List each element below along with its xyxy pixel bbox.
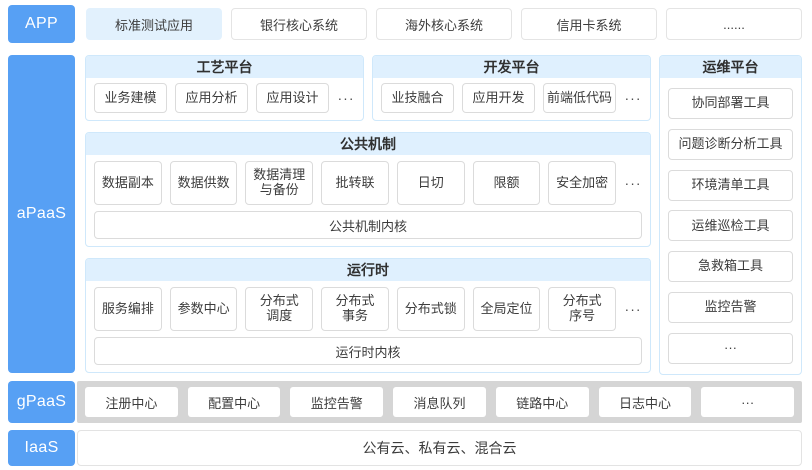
- gpaas-item: 日志中心: [598, 387, 692, 417]
- apaas-layer: aPaaS 工艺平台 业务建模 应用分析 应用设计 ··· 开发平台: [8, 55, 802, 375]
- gpaas-item: 配置中心: [187, 387, 281, 417]
- app-layer: APP 标准测试应用 银行核心系统 海外核心系统 信用卡系统 ......: [8, 5, 802, 43]
- apaas-layer-label: aPaaS: [8, 55, 75, 373]
- panel-title: 开发平台: [373, 56, 650, 78]
- runtime-item: 分布式 序号: [548, 287, 617, 331]
- panel-title: 运维平台: [660, 56, 801, 78]
- apaas-main-column: 工艺平台 业务建模 应用分析 应用设计 ··· 开发平台 业技融合 应用开发: [85, 55, 651, 373]
- iaas-layer-label: IaaS: [8, 430, 75, 466]
- iaas-layer: IaaS 公有云、私有云、混合云: [8, 430, 802, 466]
- ops-tool-item: 问题诊断分析工具: [668, 128, 793, 160]
- ops-platform-items: 协同部署工具 问题诊断分析工具 环境清单工具 运维巡检工具 急救箱工具 监控告警…: [660, 78, 801, 374]
- runtime-kernel-bar: 运行时内核: [94, 337, 642, 365]
- gpaas-layer-label: gPaaS: [8, 381, 75, 423]
- mechanism-item: 批转联: [321, 161, 389, 205]
- runtime-item: 参数中心: [169, 287, 238, 331]
- gpaas-item: 消息队列: [393, 387, 486, 417]
- runtime-item: 服务编排: [94, 287, 162, 331]
- mechanism-item: 日切: [396, 161, 465, 205]
- mechanism-item: 安全加密: [548, 161, 617, 205]
- app-tab-standard-test[interactable]: 标准测试应用: [86, 8, 222, 40]
- panel-title: 运行时: [86, 259, 650, 281]
- common-mechanism-kernel-bar: 公共机制内核: [94, 211, 642, 239]
- gpaas-item: 链路中心: [495, 387, 589, 417]
- mechanism-item: 数据清理 与备份: [245, 161, 314, 205]
- panel-title: 工艺平台: [86, 56, 363, 78]
- panel-craft-platform: 工艺平台 业务建模 应用分析 应用设计 ···: [85, 55, 364, 121]
- ops-tool-item: 急救箱工具: [668, 251, 793, 283]
- runtime-item: 分布式 事务: [321, 287, 389, 331]
- mechanism-item: 数据副本: [94, 161, 162, 205]
- more-dots: ···: [624, 175, 642, 191]
- app-tab-credit-card[interactable]: 信用卡系统: [521, 8, 657, 40]
- dev-item: 业技融合: [381, 83, 454, 113]
- runtime-item: 分布式锁: [396, 287, 465, 331]
- gpaas-track: 注册中心 配置中心 监控告警 消息队列 链路中心 日志中心 ···: [77, 381, 802, 423]
- gpaas-more: ···: [701, 387, 795, 417]
- app-tab-overseas-core[interactable]: 海外核心系统: [376, 8, 512, 40]
- craft-item: 应用设计: [256, 83, 329, 113]
- craft-item: 应用分析: [175, 83, 248, 113]
- gpaas-item: 注册中心: [85, 387, 178, 417]
- ops-tool-more: ···: [668, 332, 793, 364]
- app-layer-label: APP: [8, 5, 75, 43]
- ops-tool-item: 协同部署工具: [668, 88, 793, 119]
- ops-tool-item: 监控告警: [668, 292, 793, 324]
- panel-dev-platform: 开发平台 业技融合 应用开发 前端低代码 ···: [372, 55, 651, 121]
- dev-platform-items: 业技融合 应用开发 前端低代码 ···: [373, 78, 650, 120]
- platform-row: 工艺平台 业务建模 应用分析 应用设计 ··· 开发平台 业技融合 应用开发: [85, 55, 651, 121]
- craft-item: 业务建模: [94, 83, 167, 113]
- gpaas-item: 监控告警: [290, 387, 384, 417]
- runtime-item: 分布式 调度: [245, 287, 314, 331]
- craft-platform-items: 业务建模 应用分析 应用设计 ···: [86, 78, 363, 120]
- mechanism-item: 数据供数: [169, 161, 238, 205]
- gpaas-layer: gPaaS 注册中心 配置中心 监控告警 消息队列 链路中心 日志中心 ···: [8, 381, 802, 423]
- panel-ops-platform: 运维平台 协同部署工具 问题诊断分析工具 环境清单工具 运维巡检工具 急救箱工具…: [659, 55, 802, 375]
- app-tab-bank-core[interactable]: 银行核心系统: [231, 8, 367, 40]
- dev-item: 应用开发: [462, 83, 535, 113]
- runtime-item: 全局定位: [472, 287, 541, 331]
- ops-tool-item: 环境清单工具: [668, 169, 793, 201]
- apaas-content: 工艺平台 业务建模 应用分析 应用设计 ··· 开发平台 业技融合 应用开发: [85, 55, 802, 375]
- iaas-content: 公有云、私有云、混合云: [77, 430, 802, 466]
- app-tab-more[interactable]: ......: [666, 8, 802, 40]
- more-dots: ···: [624, 90, 642, 106]
- common-mechanism-items: 数据副本 数据供数 数据清理 与备份 批转联 日切 限额 安全加密 ···: [86, 155, 650, 211]
- mechanism-item: 限额: [472, 161, 541, 205]
- panel-title: 公共机制: [86, 133, 650, 155]
- panel-common-mechanism: 公共机制 数据副本 数据供数 数据清理 与备份 批转联 日切 限额 安全加密 ·…: [85, 132, 651, 247]
- more-dots: ···: [624, 301, 642, 317]
- ops-tool-item: 运维巡检工具: [668, 210, 793, 242]
- runtime-items: 服务编排 参数中心 分布式 调度 分布式 事务 分布式锁 全局定位 分布式 序号…: [86, 281, 650, 337]
- more-dots: ···: [337, 90, 355, 106]
- app-tab-strip: 标准测试应用 银行核心系统 海外核心系统 信用卡系统 ......: [86, 8, 802, 40]
- panel-runtime: 运行时 服务编排 参数中心 分布式 调度 分布式 事务 分布式锁 全局定位 分布…: [85, 258, 651, 373]
- dev-item: 前端低代码: [543, 83, 616, 113]
